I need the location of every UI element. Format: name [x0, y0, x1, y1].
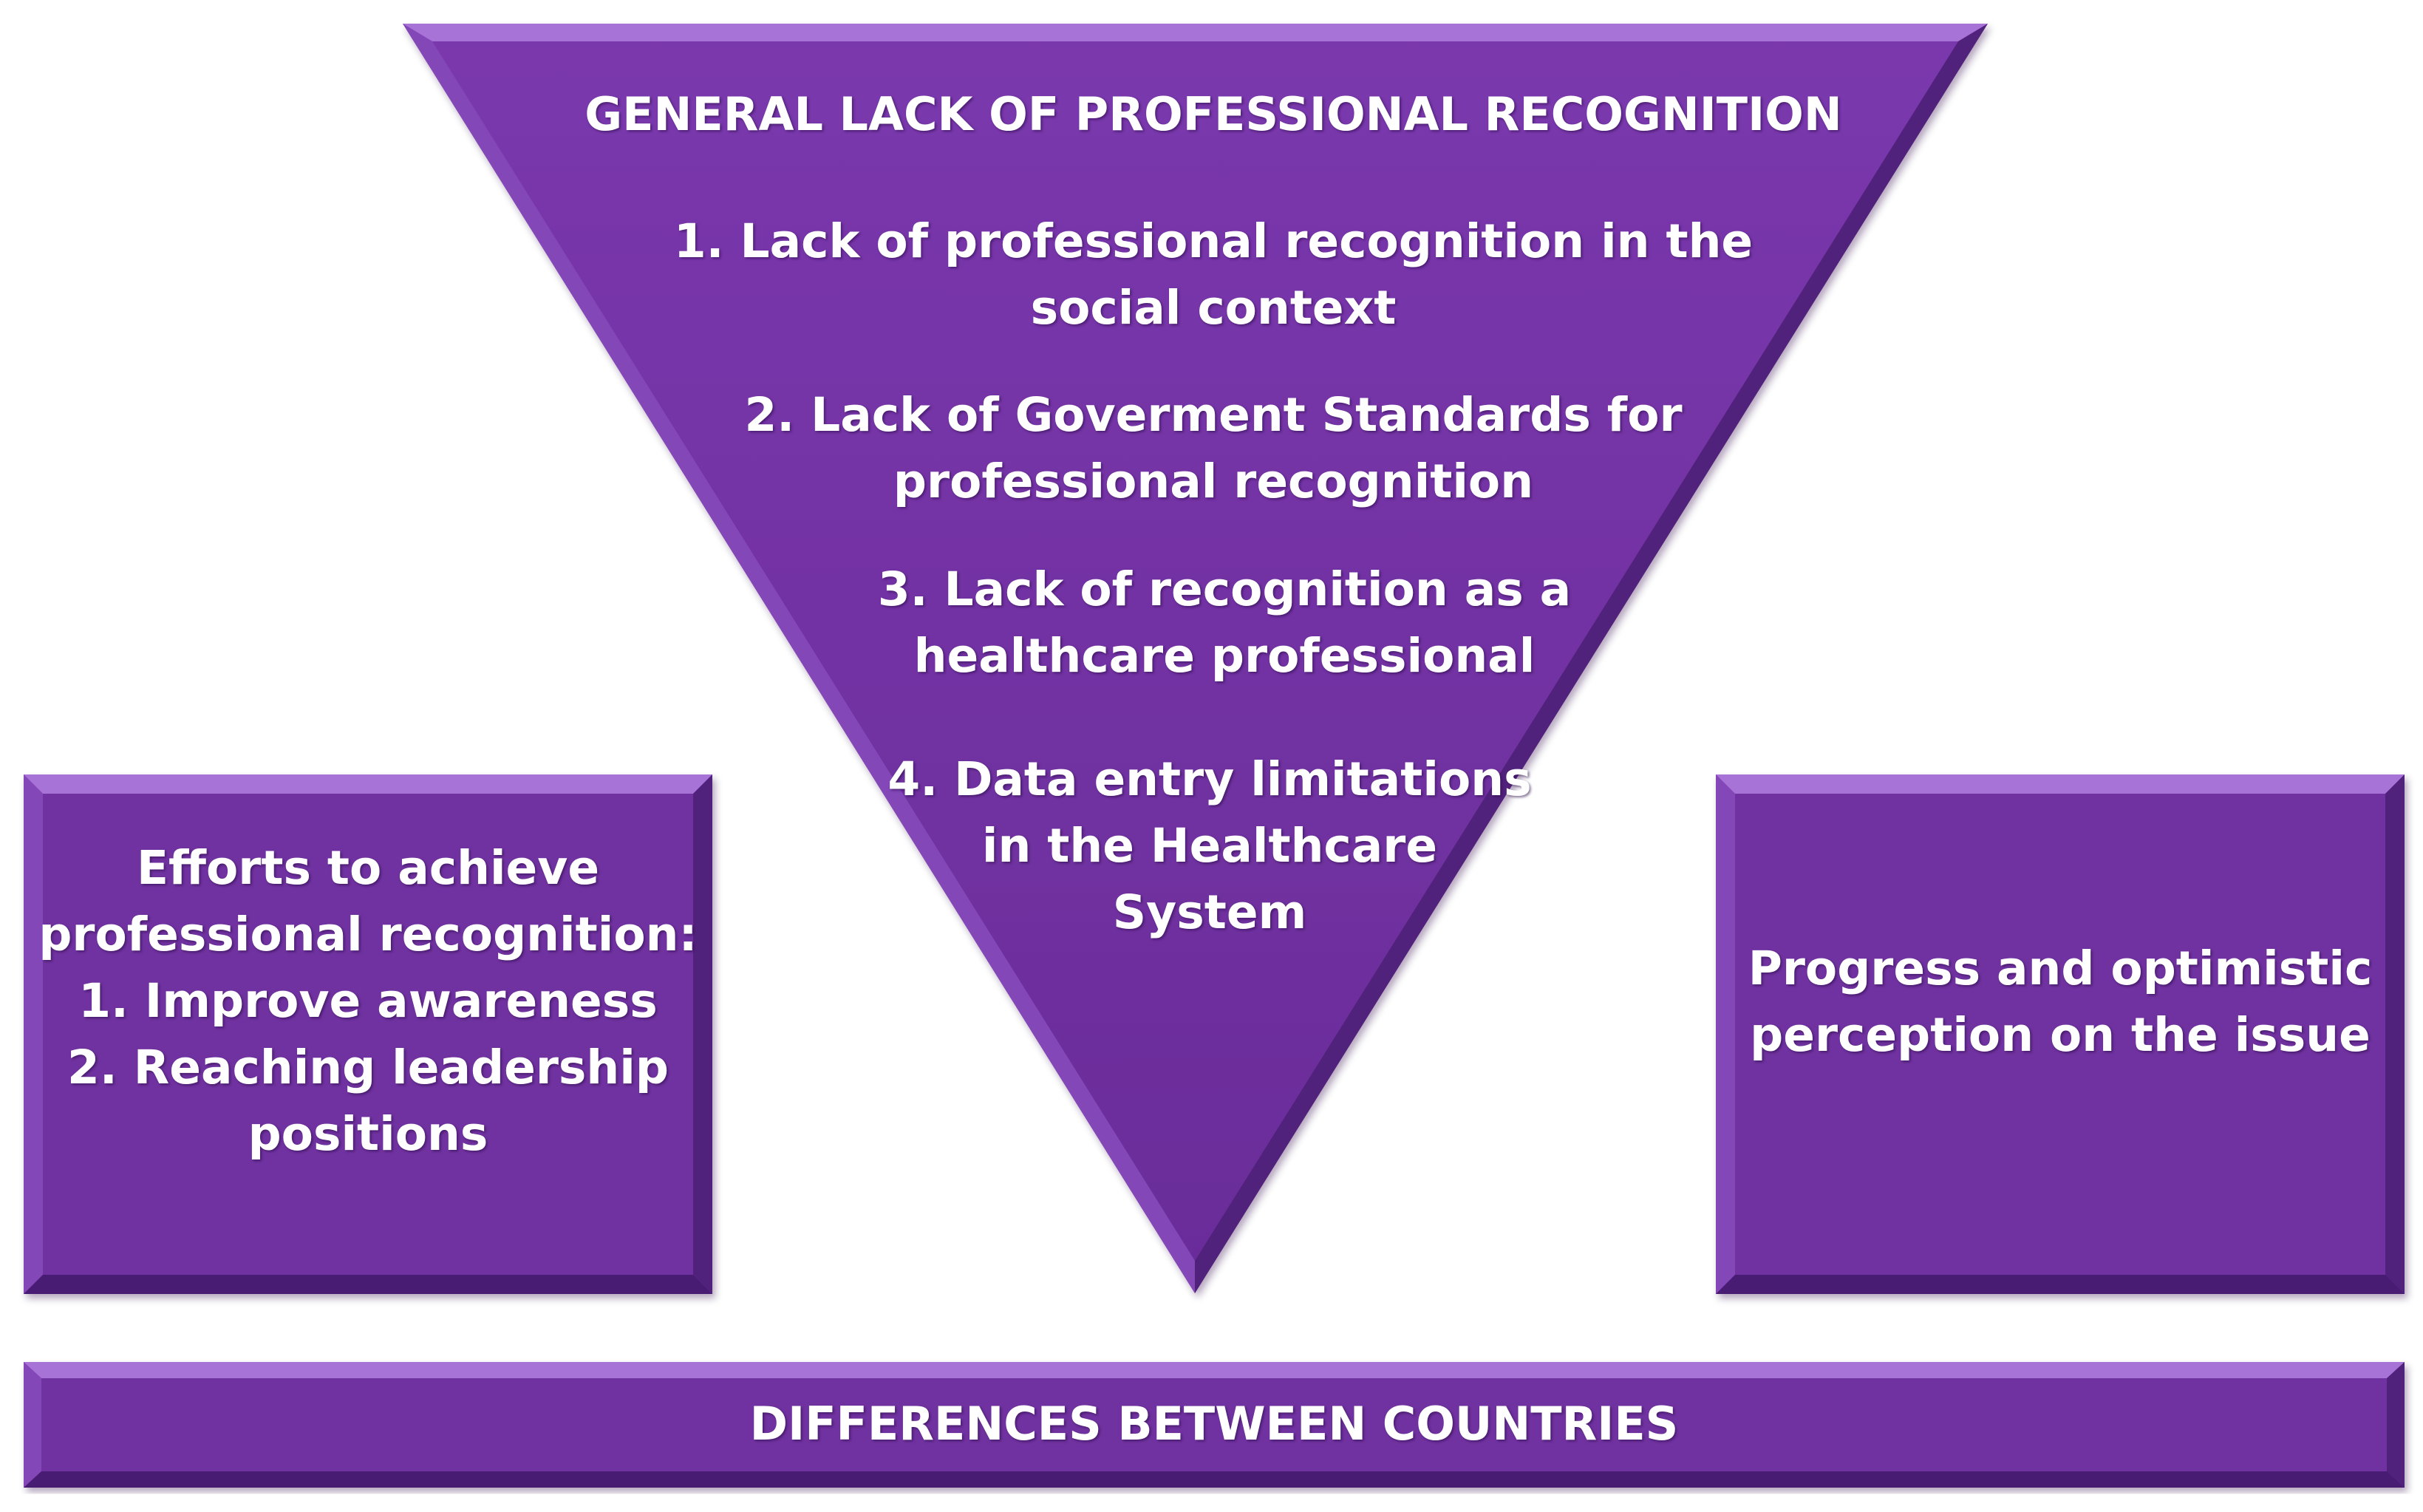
bottom-bar-label: DIFFERENCES BETWEEN COUNTRIES [749, 1397, 1679, 1451]
inverted-triangle [403, 24, 1988, 1293]
right-box [1716, 774, 2405, 1294]
right-box-line-2: perception on the issue [1750, 1008, 2371, 1062]
triangle-item-3-line1: 3. Lack of recognition as a [877, 562, 1572, 616]
triangle-item-3: 3. Lack of recognition as a healthcare p… [825, 556, 1623, 689]
triangle-item-1-line2: social context [1030, 281, 1397, 335]
left-box-line-3: 1. Improve awareness [78, 974, 658, 1028]
left-box-line-5: positions [248, 1107, 488, 1161]
triangle-title: GENERAL LACK OF PROFESSIONAL RECOGNITION [585, 87, 1842, 141]
left-box [24, 774, 712, 1294]
right-box-line-1: Progress and optimistic [1748, 941, 2373, 995]
left-box-text: Efforts to achieve professional recognit… [33, 835, 703, 1168]
triangle-item-2-line1: 2. Lack of Goverment Standards for [744, 388, 1683, 442]
left-box-line-2: professional recognition: [38, 907, 698, 961]
bottom-bar [24, 1362, 2405, 1488]
triangle-item-4-line2: in the Healthcare [981, 819, 1438, 873]
triangle-item-2-line2: professional recognition [893, 454, 1534, 508]
left-box-line-4: 2. Reaching leadership [67, 1041, 669, 1094]
left-box-line-1: Efforts to achieve [136, 841, 600, 895]
triangle-item-1: 1. Lack of professional recognition in t… [604, 208, 1823, 341]
triangle-item-1-line1: 1. Lack of professional recognition in t… [673, 214, 1754, 268]
triangle-item-4-line1: 4. Data entry limitations [887, 752, 1532, 806]
triangle-item-4-line3: System [1112, 885, 1307, 939]
triangle-item-3-line2: healthcare professional [913, 629, 1536, 683]
triangle-item-2: 2. Lack of Goverment Standards for profe… [715, 382, 1712, 515]
right-box-text: Progress and optimistic perception on th… [1725, 936, 2396, 1069]
triangle-item-4: 4. Data entry limitations in the Healthc… [851, 746, 1568, 946]
